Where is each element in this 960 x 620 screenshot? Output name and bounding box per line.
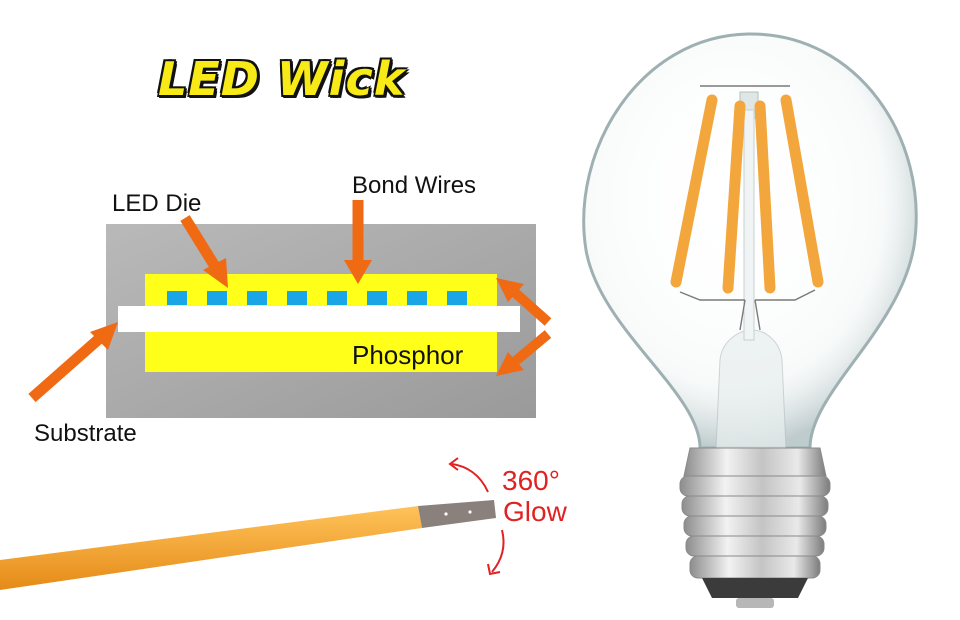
bond-wires-label: Bond Wires: [352, 172, 477, 199]
bulb-screw-base: [679, 475, 831, 608]
arrows: [28, 200, 552, 403]
led-die-arrow: [180, 215, 228, 288]
glow-label-degrees: 360°: [502, 465, 560, 496]
substrate-label: Substrate: [34, 420, 137, 447]
light-bulb: [582, 32, 918, 608]
led-die: [447, 291, 467, 305]
rotation-arrows: [448, 457, 505, 576]
phosphor-bottom-layer: [145, 330, 497, 372]
bulb-filaments: [670, 94, 824, 294]
substrate-arrow: [28, 322, 118, 403]
bulb-collar: [683, 447, 827, 477]
phosphor-label: Phosphor: [352, 340, 464, 370]
phosphor-bottom-arrow: [496, 330, 552, 376]
led-die: [407, 291, 427, 305]
led-die: [167, 291, 187, 305]
filament: [780, 94, 824, 288]
filament: [754, 100, 776, 294]
led-die: [247, 291, 267, 305]
led-die: [367, 291, 387, 305]
led-die: [207, 291, 227, 305]
diagram-title: LED Wick: [158, 52, 406, 106]
led-die: [287, 291, 307, 305]
led-die-label: LED Die: [112, 190, 202, 217]
filament: [670, 94, 718, 288]
phosphor-top-arrow: [496, 278, 552, 326]
filament-wick: [0, 500, 496, 590]
led-die: [327, 291, 347, 305]
filament: [722, 100, 746, 294]
bond-wires-arrow: [344, 200, 372, 284]
glow-label-text: Glow: [503, 496, 567, 527]
phosphor-top-layer: [145, 274, 497, 308]
led-die-row: [167, 291, 467, 305]
substrate-strip: [118, 306, 520, 332]
